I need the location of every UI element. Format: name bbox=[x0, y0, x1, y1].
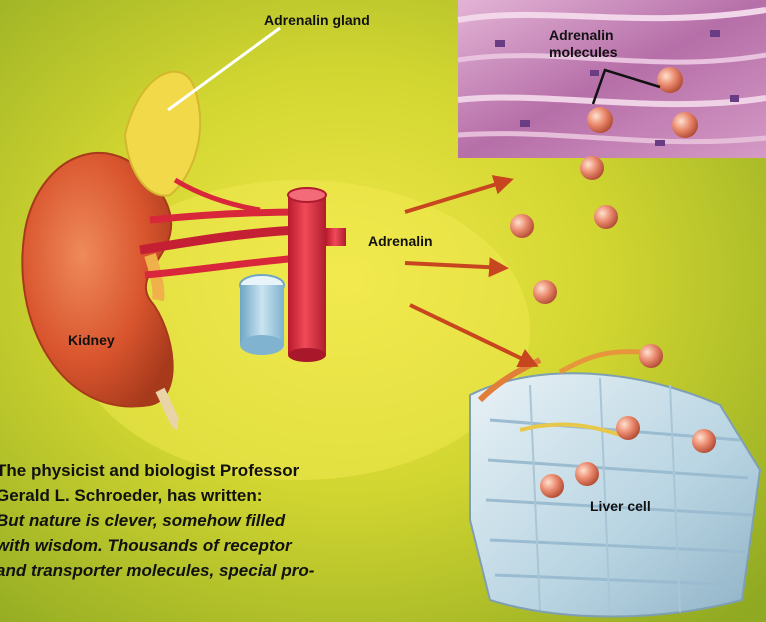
vein bbox=[240, 275, 284, 355]
molecule bbox=[616, 416, 640, 440]
molecule bbox=[639, 344, 663, 368]
label-adrenalin: Adrenalin bbox=[368, 233, 433, 249]
label-liver-cell: Liver cell bbox=[590, 498, 651, 514]
molecule bbox=[540, 474, 564, 498]
molecule bbox=[692, 429, 716, 453]
label-adrenalin-molecules-line1: Adrenalin bbox=[549, 27, 614, 43]
quote-text-line3: and transporter molecules, special pro- bbox=[0, 558, 436, 583]
label-adrenalin-gland: Adrenalin gland bbox=[264, 12, 370, 28]
quote-attribution-line1: The physicist and biologist Professor bbox=[0, 458, 436, 483]
quote-block: The physicist and biologist Professor Ge… bbox=[0, 458, 436, 583]
molecule bbox=[575, 462, 599, 486]
molecule bbox=[594, 205, 618, 229]
label-kidney: Kidney bbox=[68, 332, 115, 348]
molecule bbox=[510, 214, 534, 238]
molecule bbox=[657, 67, 683, 93]
molecule bbox=[672, 112, 698, 138]
quote-text-line1: But nature is clever, somehow filled bbox=[0, 508, 436, 533]
muscle-tissue-panel bbox=[458, 0, 766, 158]
molecule bbox=[580, 156, 604, 180]
quote-attribution-line2: Gerald L. Schroeder, has written: bbox=[0, 483, 436, 508]
molecule bbox=[587, 107, 613, 133]
quote-text-line2: with wisdom. Thousands of receptor bbox=[0, 533, 436, 558]
molecule bbox=[533, 280, 557, 304]
label-adrenalin-molecules-line2: molecules bbox=[549, 44, 617, 60]
